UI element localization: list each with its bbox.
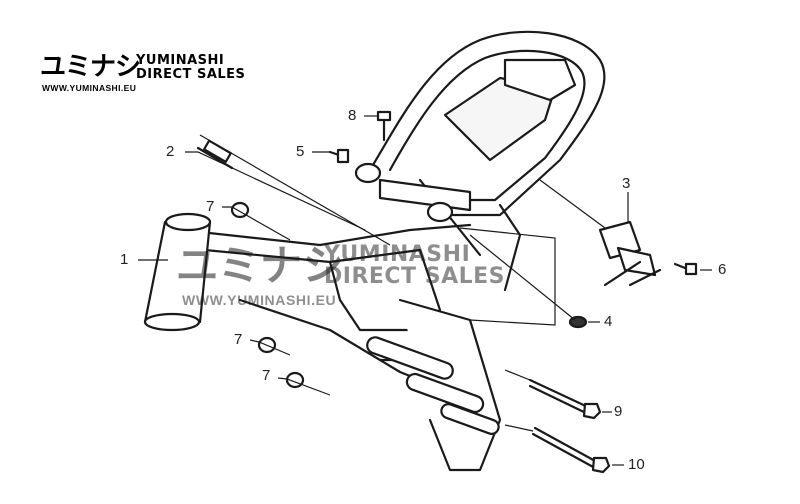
head-tube-bottom (143, 312, 201, 332)
leader-3b (539, 179, 606, 229)
bolt-9-shaft (528, 378, 592, 410)
head-tube (143, 220, 212, 324)
brand-name: YUMINASHI (136, 53, 225, 68)
bolt-9-head (582, 402, 602, 420)
brand-kana: ユミナシ (40, 52, 141, 82)
center-crossmember (378, 178, 472, 212)
callout-3: 3 (622, 175, 631, 192)
bracket-3 (598, 220, 642, 260)
lower-cross-tube-1 (366, 336, 454, 380)
key-3 (603, 260, 642, 287)
bolt-9-shaft-2 (528, 384, 590, 416)
bolt-10-shaft (533, 426, 599, 464)
key-3b (628, 268, 662, 287)
callout-1: 1 (120, 251, 129, 268)
callout-4: 4 (604, 313, 613, 330)
leader-7c (277, 377, 331, 396)
bolt-8-head (376, 110, 392, 122)
callout-10: 10 (628, 456, 645, 473)
backbone-upper (198, 223, 472, 247)
seat-pan (443, 76, 557, 162)
subframe-outer-rail (368, 30, 606, 217)
lower-cross-tube-3 (440, 403, 500, 435)
callout-7-upper: 7 (206, 198, 215, 215)
callout-2: 2 (166, 143, 175, 160)
leader-10b (504, 424, 534, 432)
leader-7a (222, 206, 291, 241)
subframe-inner-rail (388, 49, 586, 202)
seat-stay-right (498, 203, 522, 292)
head-tube-top (164, 212, 212, 232)
callout-6: 6 (718, 261, 727, 278)
lower-cross-tube-2 (405, 372, 485, 414)
bush-left (354, 162, 382, 184)
callout-7-lower: 7 (262, 367, 271, 384)
leader-4b (469, 234, 576, 321)
leader-2 (185, 151, 366, 231)
lock-3 (616, 246, 657, 277)
brand-logo: ユミナシ YUMINASHI DIRECT SALES WWW.YUMINASH… (40, 52, 290, 97)
bolt-6-head (684, 262, 698, 276)
leader-9b (504, 369, 531, 381)
bush-right (426, 201, 454, 223)
bolt-10-head (591, 456, 611, 474)
leader-7b (249, 339, 291, 356)
leader-2b (199, 134, 391, 246)
bolt-10-shaft-2 (531, 432, 597, 470)
rear-cross-plate (503, 58, 577, 102)
callout-8: 8 (348, 107, 357, 124)
callout-9: 9 (614, 403, 623, 420)
brand-tagline: DIRECT SALES (136, 67, 246, 82)
bolt-5-head (336, 148, 350, 164)
callout-7-middle: 7 (234, 331, 243, 348)
callout-5: 5 (296, 143, 305, 160)
leader-box (459, 227, 556, 326)
brand-url: WWW.YUMINASHI.EU (42, 83, 137, 93)
